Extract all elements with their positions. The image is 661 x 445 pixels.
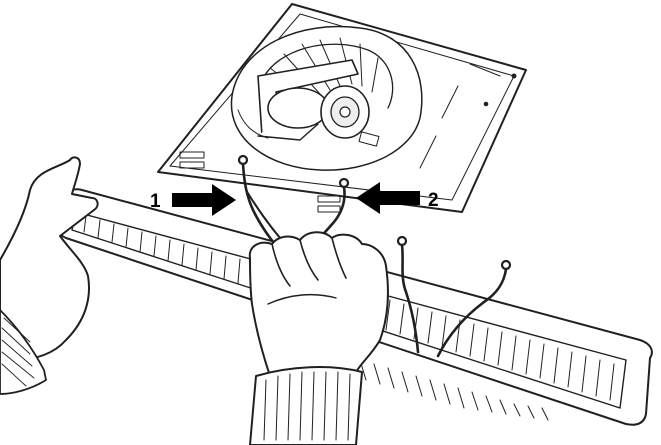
right-hand <box>248 231 389 445</box>
callout-label-1: 1 <box>150 191 161 212</box>
callout-label-2: 2 <box>428 190 439 211</box>
arrow-2-icon <box>356 182 420 214</box>
right-sleeve-cuff <box>249 366 363 445</box>
left-hand <box>0 156 99 395</box>
grille-front-louvers <box>359 359 549 421</box>
housing-slots <box>179 63 501 213</box>
grille-louvers <box>83 215 615 401</box>
fan-housing-panel <box>157 3 527 213</box>
callout-arrow-1: 1 <box>150 184 236 216</box>
arrow-1-icon <box>172 184 236 216</box>
fan-motor <box>267 87 329 129</box>
spring-4 <box>436 267 508 358</box>
spring-3 <box>400 243 420 354</box>
callout-arrow-2: 2 <box>356 182 439 214</box>
